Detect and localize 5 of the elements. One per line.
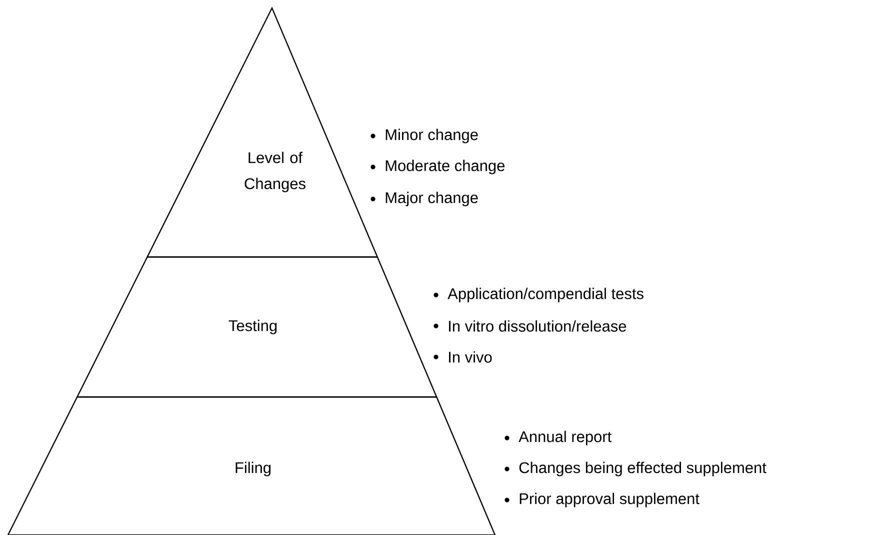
bullet-item: Prior approval supplement <box>504 492 700 508</box>
pyramid-tier: Filing <box>7 396 496 535</box>
bullet-item: Changes being effected supplement <box>504 462 766 476</box>
bullet-item: Annual report <box>504 430 612 446</box>
pyramid-tier: Testing <box>76 256 438 398</box>
